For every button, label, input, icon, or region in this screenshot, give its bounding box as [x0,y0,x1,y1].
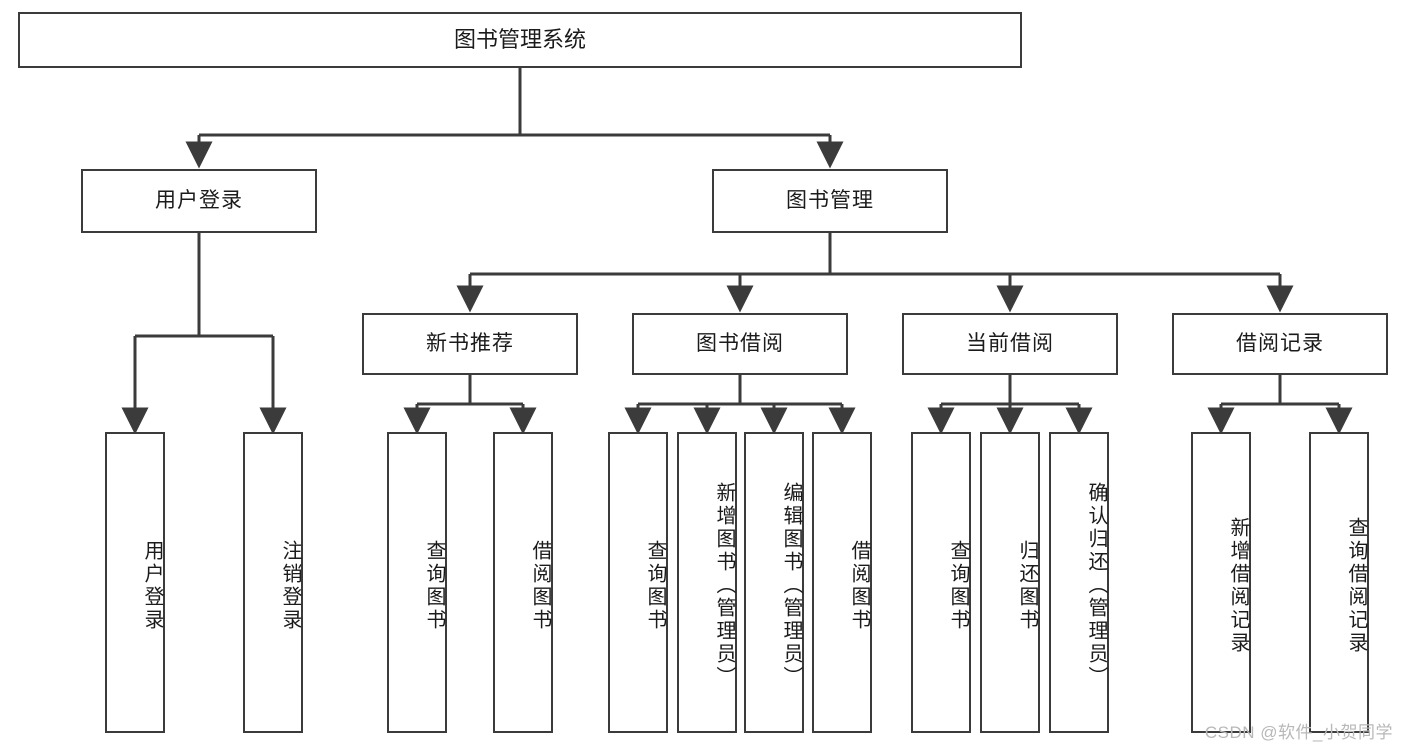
leaf-user-login-logout[interactable]: 注销登录 [243,432,303,733]
node-label: 确认归还（管理员） [1085,482,1107,689]
watermark: CSDN @软件_小贺同学 [1204,723,1393,742]
leaf-new-book-borrow[interactable]: 借阅图书 [493,432,553,733]
node-label: 借阅图书 [529,539,551,632]
node-root-system[interactable]: 图书管理系统 [18,12,1022,68]
leaf-borrow-record-query[interactable]: 查询借阅记录 [1309,432,1369,733]
node-user-login[interactable]: 用户登录 [81,169,317,233]
node-borrow-record[interactable]: 借阅记录 [1172,313,1388,375]
node-label: 编辑图书（管理员） [780,482,802,689]
node-book-borrow[interactable]: 图书借阅 [632,313,848,375]
node-label: 图书管理系统 [453,27,586,53]
leaf-new-book-query[interactable]: 查询图书 [387,432,447,733]
node-label: 新书推荐 [426,331,514,355]
node-label: 查询图书 [644,539,666,632]
node-label: 借阅记录 [1236,331,1324,355]
node-label: 查询图书 [423,539,445,632]
node-label: 当前借阅 [966,331,1054,355]
node-label: 注销登录 [279,539,301,632]
node-label: 图书管理 [786,188,874,212]
leaf-borrow-record-add[interactable]: 新增借阅记录 [1191,432,1251,733]
leaf-book-borrow-add[interactable]: 新增图书（管理员） [677,432,737,733]
leaf-current-borrow-return[interactable]: 归还图书 [980,432,1040,733]
leaf-current-borrow-confirm-return[interactable]: 确认归还（管理员） [1049,432,1109,733]
leaf-book-borrow-edit[interactable]: 编辑图书（管理员） [744,432,804,733]
node-label: 用户登录 [155,188,243,212]
node-label: 用户登录 [141,539,163,632]
node-label: 归还图书 [1016,539,1038,632]
leaf-book-borrow-borrow[interactable]: 借阅图书 [812,432,872,733]
leaf-user-login-login[interactable]: 用户登录 [105,432,165,733]
node-label: 图书借阅 [696,331,784,355]
node-label: 新增图书（管理员） [713,482,735,689]
node-label: 新增借阅记录 [1227,516,1249,655]
node-current-borrow[interactable]: 当前借阅 [902,313,1118,375]
node-label: 借阅图书 [848,539,870,632]
leaf-current-borrow-query[interactable]: 查询图书 [911,432,971,733]
leaf-book-borrow-query[interactable]: 查询图书 [608,432,668,733]
node-label: 查询图书 [947,539,969,632]
node-book-management[interactable]: 图书管理 [712,169,948,233]
node-new-book-recommend[interactable]: 新书推荐 [362,313,578,375]
node-label: 查询借阅记录 [1345,516,1367,655]
